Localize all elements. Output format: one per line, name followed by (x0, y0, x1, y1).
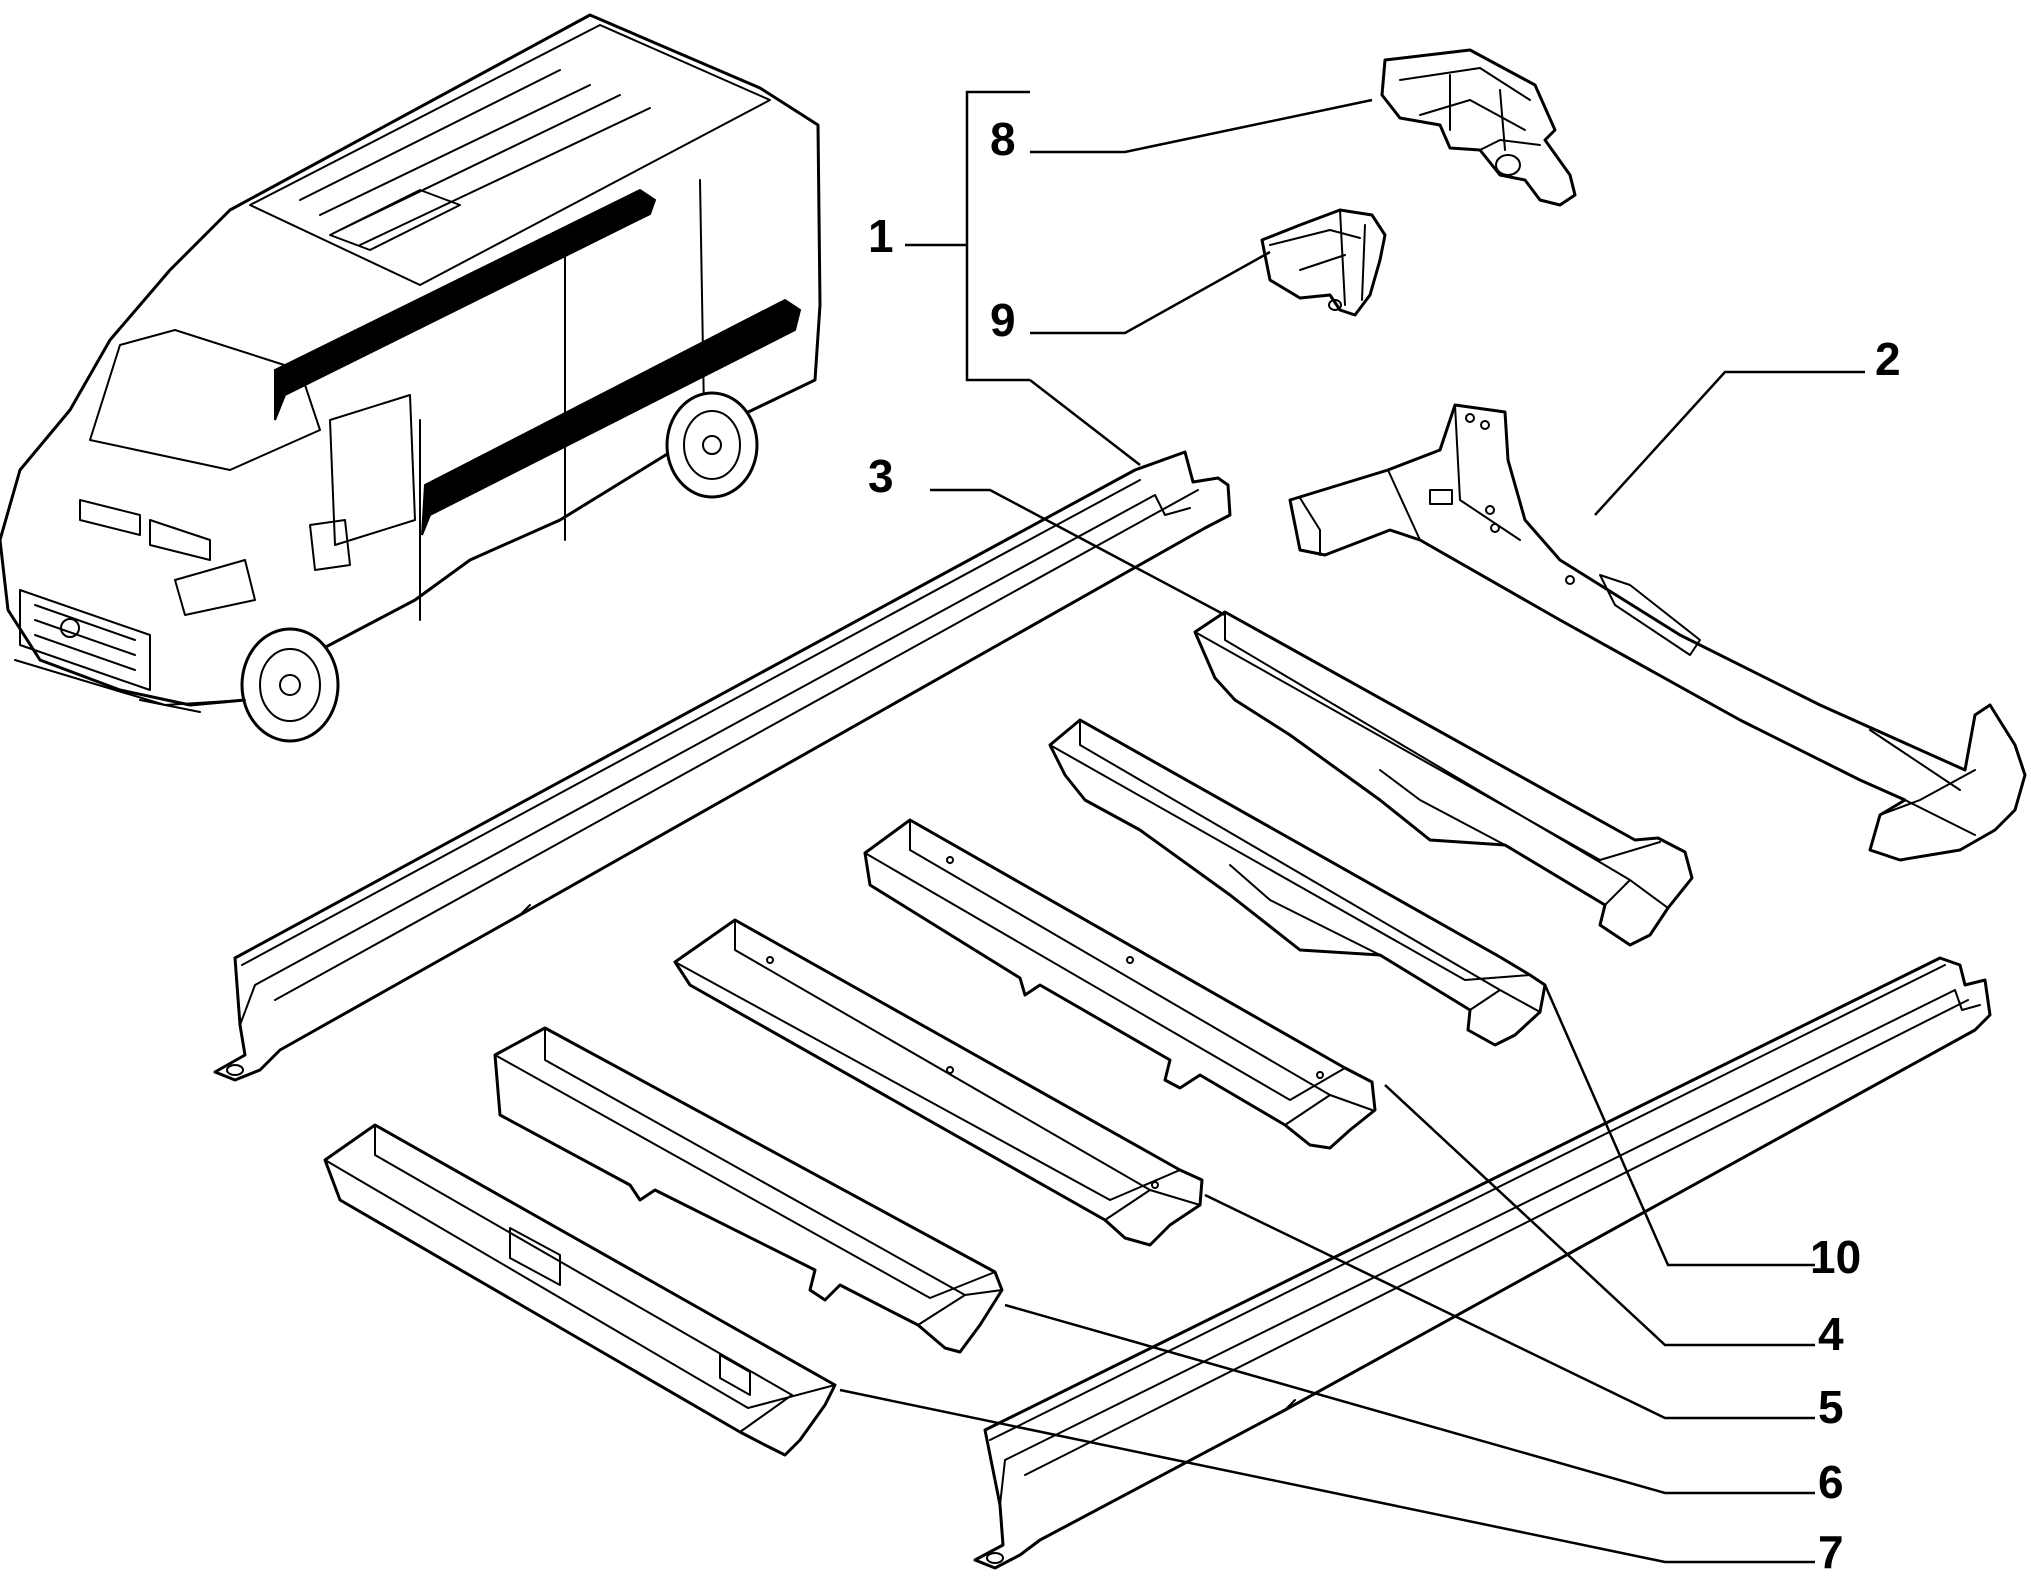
label-8: 8 (990, 113, 1016, 165)
upper-rail-highlight (274, 188, 657, 421)
part-8-bracket (1380, 48, 1577, 207)
label-5: 5 (1818, 1381, 1844, 1433)
label-9: 9 (990, 294, 1016, 346)
part-10-long-rail (973, 956, 1992, 1570)
crossmember-6-lowest (323, 1123, 837, 1457)
crossmember-4 (673, 918, 1204, 1247)
part-3-long-rail (213, 450, 1232, 1082)
front-wheel-icon (240, 627, 340, 743)
rear-wheel-icon (665, 391, 759, 499)
label-10: 10 (1810, 1231, 1861, 1283)
crossmember-5 (493, 1026, 1004, 1354)
crossmember-3 (863, 818, 1377, 1150)
label-2: 2 (1875, 333, 1901, 385)
lower-rail-highlight (421, 298, 802, 536)
label-3: 3 (868, 450, 894, 502)
van-illustration (0, 13, 822, 743)
leader-lines (839, 90, 1865, 1564)
part-2-crossmember (1288, 403, 2027, 862)
crossmember-upper (1193, 610, 1694, 947)
label-6: 6 (1818, 1456, 1844, 1508)
crossmember-2 (1048, 718, 1547, 1047)
part-9-bracket (1260, 208, 1387, 317)
label-1: 1 (868, 210, 894, 262)
label-7: 7 (1818, 1526, 1844, 1578)
label-4: 4 (1818, 1308, 1844, 1360)
